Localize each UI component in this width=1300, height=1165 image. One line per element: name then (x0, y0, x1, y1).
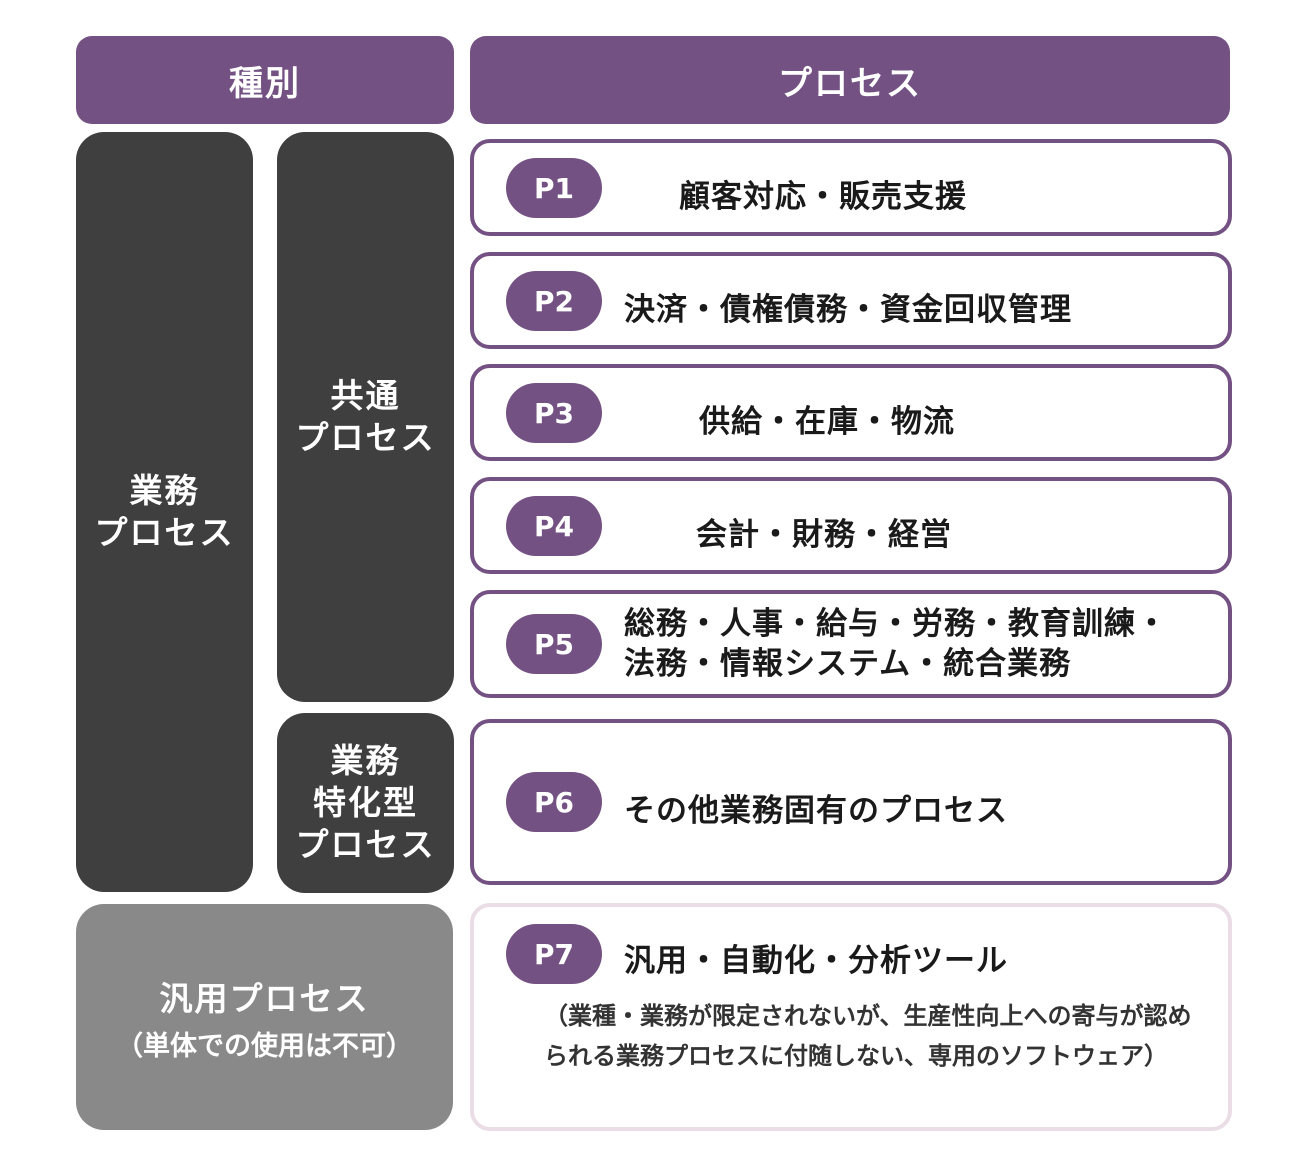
process-code-badge: P7 (506, 924, 602, 984)
process-row-p6: P6 その他業務固有のプロセス (470, 719, 1232, 885)
general-process-note: （単体での使用は不可） (116, 1030, 413, 1062)
process-label: 総務・人事・給与・労務・教育訓練・ 法務・情報システム・統合業務 (624, 606, 1168, 683)
process-label: その他業務固有のプロセス (624, 793, 1008, 829)
general-process-title: 汎用プロセス (159, 978, 370, 1018)
category-general-process: 汎用プロセス （単体での使用は不可） (76, 904, 453, 1130)
process-label: 汎用・自動化・分析ツール (624, 943, 1008, 979)
process-row-p3: P3 供給・在庫・物流 (470, 364, 1232, 461)
process-row-p7: P7 汎用・自動化・分析ツール （業種・業務が限定されないが、生産性向上への寄与… (470, 903, 1232, 1131)
category-common-process: 共通 プロセス (277, 132, 454, 702)
category-business-process: 業務 プロセス (76, 132, 253, 892)
process-code-badge: P5 (506, 614, 602, 674)
process-row-p1: P1 顧客対応・販売支援 (470, 139, 1232, 236)
process-code-badge: P4 (506, 496, 602, 556)
process-code-badge: P2 (506, 271, 602, 331)
header-process: プロセス (470, 36, 1230, 124)
header-category: 種別 (76, 36, 454, 124)
process-label: 決済・債権債務・資金回収管理 (624, 292, 1072, 328)
process-row-p4: P4 会計・財務・経営 (470, 477, 1232, 574)
process-code-badge: P6 (506, 772, 602, 832)
process-note: （業種・業務が限定されないが、生産性向上への寄与が認められる業務プロセスに付随し… (544, 1002, 1192, 1070)
process-row-p2: P2 決済・債権債務・資金回収管理 (470, 252, 1232, 349)
process-code-badge: P1 (506, 158, 602, 218)
process-label: 供給・在庫・物流 (699, 404, 955, 440)
process-label: 顧客対応・販売支援 (679, 179, 967, 215)
process-label: 会計・財務・経営 (696, 517, 952, 553)
process-code-badge: P3 (506, 383, 602, 443)
process-row-p5: P5 総務・人事・給与・労務・教育訓練・ 法務・情報システム・統合業務 (470, 590, 1232, 698)
category-specific-process: 業務 特化型 プロセス (277, 713, 454, 893)
